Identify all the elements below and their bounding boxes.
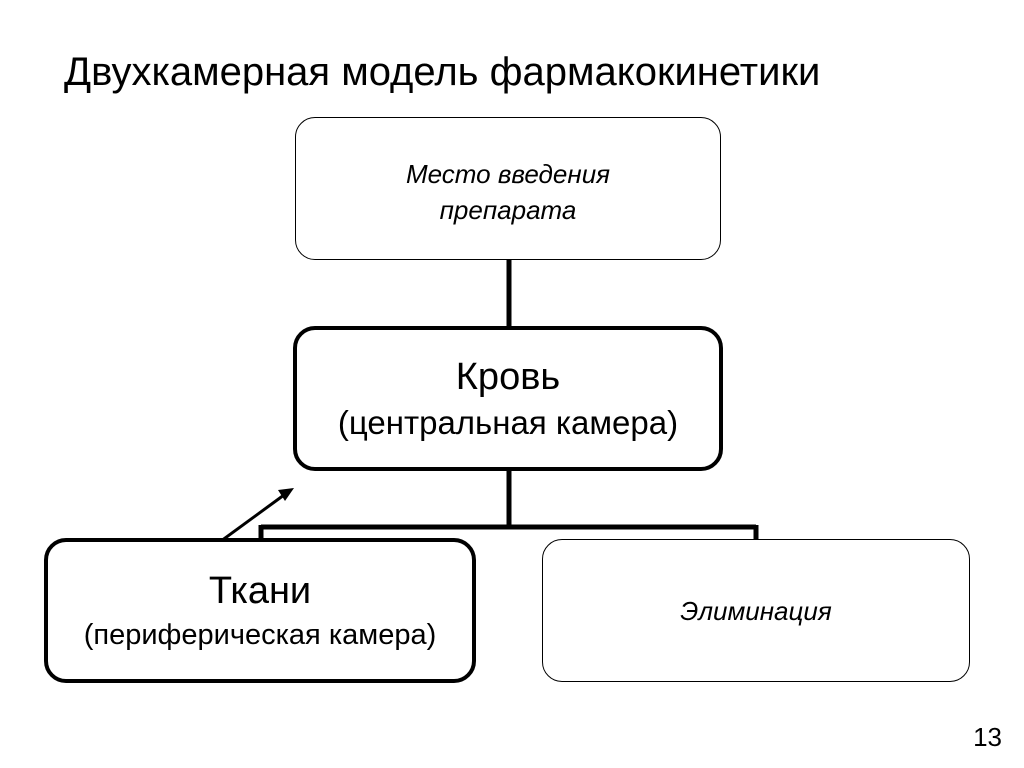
elimination-box: Элиминация (542, 539, 970, 682)
elimination-label: Элиминация (680, 595, 832, 626)
slide-title: Двухкамерная модель фармакокинетики (64, 50, 821, 94)
tissues-sublabel: (периферическая камера) (83, 618, 437, 651)
administration-site-box: Место введения препарата (295, 117, 721, 260)
administration-site-line2: препарата (439, 195, 577, 225)
administration-site-line1: Место введения (405, 159, 611, 189)
blood-sublabel: (центральная камера) (337, 403, 679, 441)
page-number: 13 (973, 722, 1002, 752)
blood-label: Кровь (455, 355, 561, 398)
blood-central-compartment-box: Кровь (центральная камера) (293, 326, 723, 471)
tissues-peripheral-compartment-box: Ткани (периферическая камера) (44, 538, 476, 683)
tissues-label: Ткани (208, 569, 312, 612)
